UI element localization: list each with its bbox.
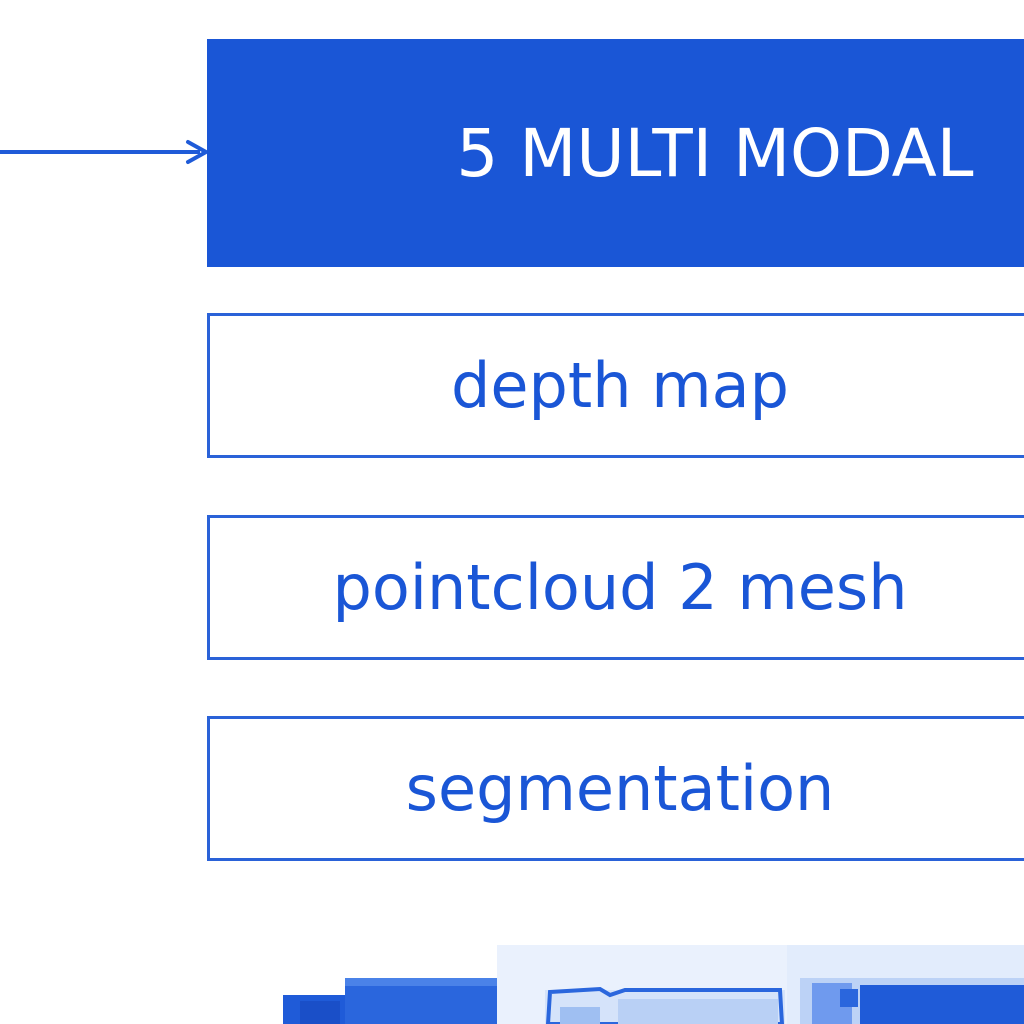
arrow-right-icon	[0, 140, 208, 164]
thumbnail-strip	[283, 945, 1024, 1024]
option-box-depth-map: depth map	[207, 313, 1024, 458]
render-thumbnail-3	[787, 945, 1024, 1024]
render-thumbnail-1	[283, 978, 497, 1024]
option-label: pointcloud 2 mesh	[332, 551, 908, 624]
option-box-pointcloud-2-mesh: pointcloud 2 mesh	[207, 515, 1024, 660]
option-label: segmentation	[405, 752, 835, 825]
option-box-segmentation: segmentation	[207, 716, 1024, 861]
option-label: depth map	[451, 349, 789, 422]
multimodal-header-label: 5 MULTI MODAL	[456, 114, 974, 192]
render-thumbnail-2	[497, 945, 787, 1024]
multimodal-header-box: 5 MULTI MODAL	[207, 39, 1024, 267]
